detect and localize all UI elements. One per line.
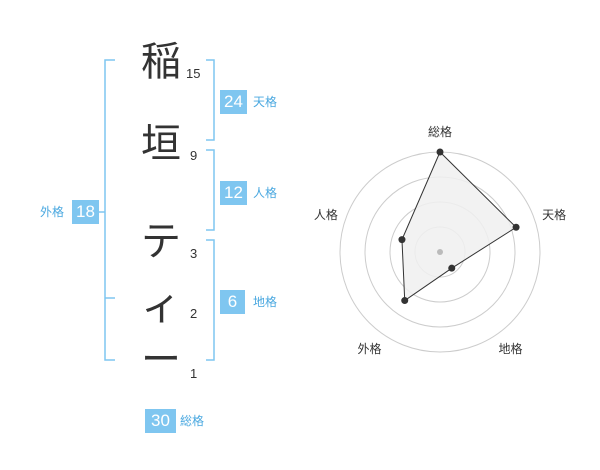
soukaku-value: 30 <box>145 409 176 433</box>
stroke-count-2: 9 <box>190 148 198 163</box>
tenkaku-label: 天格 <box>253 95 278 109</box>
gaikaku-label: 外格 <box>40 205 65 219</box>
chikaku-value: 6 <box>220 290 245 314</box>
radar-point-4 <box>401 297 409 305</box>
name-char-4: ィ <box>141 283 181 329</box>
soukaku-label: 総格 <box>180 414 205 428</box>
stroke-count-5: 1 <box>190 366 198 381</box>
radar-axis-label-4: 外格 <box>357 341 381 356</box>
radar-axis-label-2: 天格 <box>542 207 566 222</box>
name-char-1: 稲 <box>141 39 181 85</box>
stroke-count-3: 3 <box>190 246 198 261</box>
radar-axis-label-3: 地格 <box>499 341 523 356</box>
radar-point-2 <box>512 223 520 231</box>
radar-point-5 <box>398 236 406 244</box>
gaikaku-bracket <box>104 59 115 361</box>
chikaku-bracket <box>206 239 215 361</box>
name-char-5: ー <box>141 337 181 383</box>
stroke-count-4: 2 <box>190 306 198 321</box>
radar-center <box>437 249 443 255</box>
name-char-3: テ <box>141 219 181 265</box>
stroke-count-1: 15 <box>186 66 201 81</box>
radar-shape <box>401 151 517 302</box>
tenkaku-value: 24 <box>220 90 247 114</box>
chikaku-label: 地格 <box>253 295 278 309</box>
jinkaku-label: 人格 <box>253 186 278 200</box>
gaikaku-value: 18 <box>72 200 99 224</box>
radar-point-1 <box>436 148 444 156</box>
radar-axis-label-5: 人格 <box>314 207 338 222</box>
name-char-2: 垣 <box>141 121 181 167</box>
radar-axis-label-1: 総格 <box>428 124 452 139</box>
radar-point-3 <box>448 264 456 272</box>
tenkaku-bracket <box>206 59 215 141</box>
jinkaku-value: 12 <box>220 181 247 205</box>
jinkaku-bracket <box>206 149 215 231</box>
